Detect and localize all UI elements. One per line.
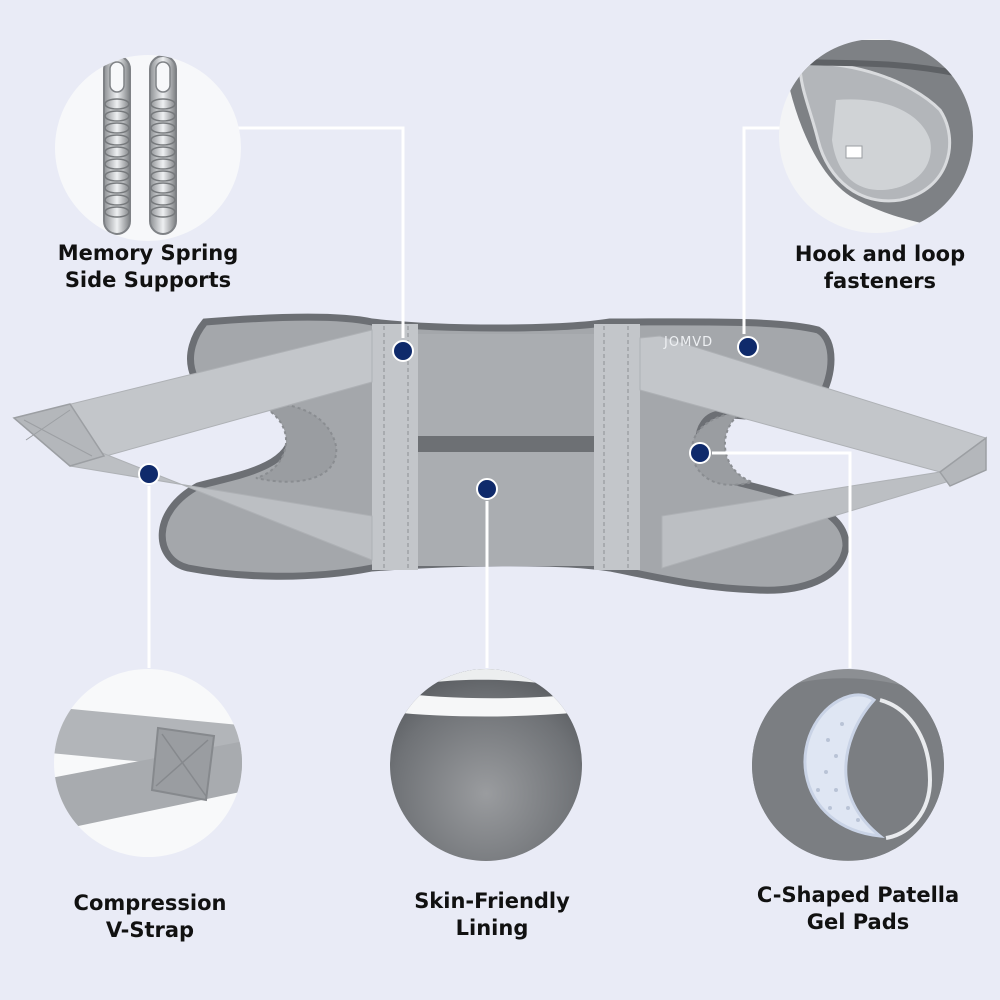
label-hook-loop-line1: Hook and loop [794, 242, 966, 266]
label-memory-spring: Memory Spring Side Supports [28, 240, 268, 294]
label-gel-pads-line1: C-Shaped Patella [756, 883, 960, 907]
leader-memory-spring [236, 126, 405, 338]
label-hook-loop: Hook and loop fasteners [760, 241, 1000, 295]
spring-channel-left [372, 324, 418, 570]
label-memory-spring-line2: Side Supports [64, 268, 232, 292]
marker-v-strap [138, 463, 160, 485]
label-lining-line1: Skin-Friendly [414, 889, 570, 913]
label-v-strap: Compression V-Strap [30, 890, 270, 944]
label-hook-loop-line2: fasteners [823, 269, 937, 293]
label-gel-pads: C-Shaped Patella Gel Pads [728, 882, 988, 936]
spring-coil-left [103, 55, 131, 235]
label-lining: Skin-Friendly Lining [372, 888, 612, 942]
leader-hook-loop [742, 126, 780, 334]
brand-mark: JOMVD [663, 335, 713, 350]
spring-channel-right [594, 324, 640, 570]
patella-pad-right [690, 410, 756, 486]
strap-tab-right [938, 436, 987, 487]
label-lining-line2: Lining [455, 916, 529, 940]
leader-lines [147, 126, 852, 668]
detail-v-strap [54, 669, 242, 857]
detail-lining [390, 669, 582, 861]
label-v-strap-line2: V-Strap [105, 918, 195, 942]
gel-pad-shape [803, 693, 885, 839]
marker-gel-pads [689, 442, 711, 464]
marker-hook-loop [737, 336, 759, 358]
spring-coil-right [149, 55, 177, 235]
knee-brace: JOMVD [12, 313, 988, 594]
label-gel-pads-line2: Gel Pads [806, 910, 910, 934]
detail-memory-spring [55, 55, 241, 241]
marker-lining [476, 478, 498, 500]
marker-memory-spring [392, 340, 414, 362]
label-v-strap-line1: Compression [73, 891, 227, 915]
detail-gel-pads [752, 669, 944, 861]
center-band [418, 436, 594, 452]
label-memory-spring-line1: Memory Spring [57, 241, 239, 265]
leader-gel-pads [712, 451, 852, 668]
patella-pad-left [255, 402, 338, 483]
detail-hook-loop [779, 39, 973, 233]
